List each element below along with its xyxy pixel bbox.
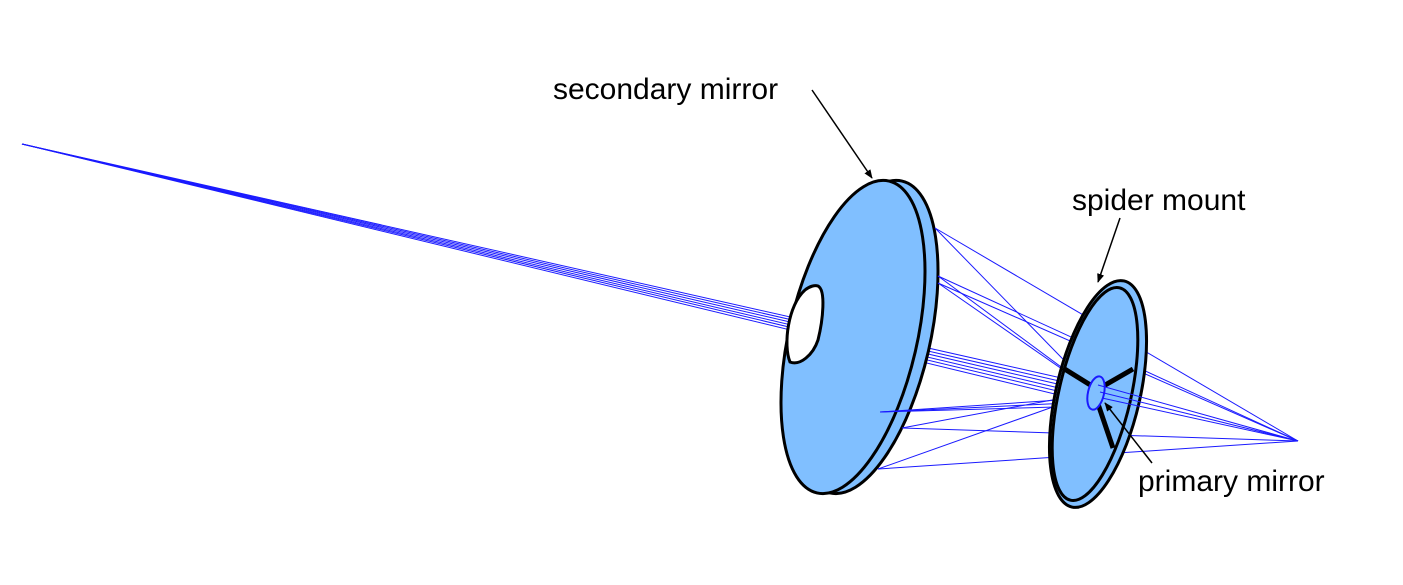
primary-to-focus-ray (1099, 391, 1299, 442)
spider-mount (1047, 279, 1149, 509)
spider-vane-upper-left (1061, 365, 1094, 389)
spider-mount-leader (1097, 217, 1121, 283)
secondary-mirror-hole (785, 284, 825, 365)
spider-mount-label: spider mount (1072, 184, 1246, 217)
primary-to-focus-ray (1101, 397, 1299, 442)
primary-mirror-leader (1104, 402, 1153, 464)
primary-mirror-disc (1086, 375, 1106, 411)
focus-ray-bundle (1097, 384, 1299, 442)
primary-to-focus-ray (1097, 384, 1299, 442)
spider-mount-ring-inner (1050, 285, 1140, 503)
secondary-mirror (779, 178, 940, 496)
primary-mirror-label: primary mirror (1138, 465, 1325, 498)
secondary-mirror-label: secondary mirror (553, 73, 779, 106)
secondary-mirror-leader (811, 89, 873, 179)
